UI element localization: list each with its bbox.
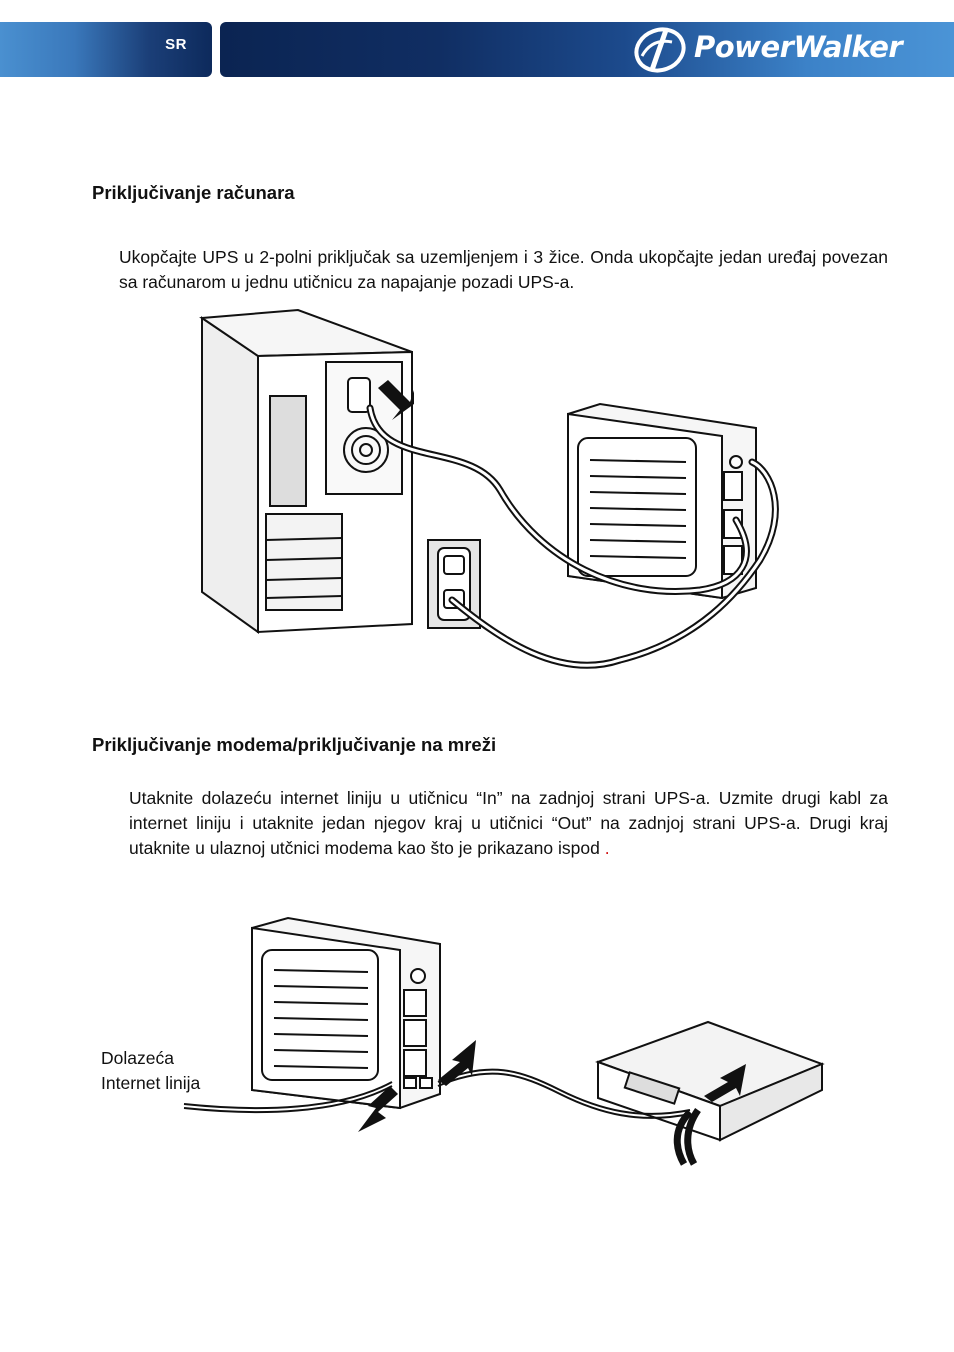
section-heading-computer: Priključivanje računara <box>92 182 295 203</box>
section-body-modem: Utaknite dolazeću internet liniju u utič… <box>129 786 888 861</box>
powerwalker-logo-icon <box>634 27 686 73</box>
header-banner-left <box>0 22 212 77</box>
figure-label-incoming-line: Dolazeća Internet linija <box>101 1046 200 1096</box>
ups-unit-rear <box>251 916 441 1110</box>
arrow-icon <box>438 1040 476 1086</box>
figure-label-line1: Dolazeća <box>101 1048 174 1068</box>
brand-logo: PowerWalker <box>632 26 948 74</box>
section-heading-modem: Priključivanje modema/priključivanje na … <box>92 734 497 755</box>
section-body-modem-text: Utaknite dolazeću internet liniju u utič… <box>129 788 888 858</box>
network-cables <box>183 1068 701 1166</box>
header-banner-right <box>220 22 954 77</box>
section-body-computer: Ukopčajte UPS u 2-polni priključak sa uz… <box>119 247 888 292</box>
figure-label-line2: Internet linija <box>101 1073 201 1093</box>
brand-name: PowerWalker <box>694 30 903 64</box>
arrow-icon <box>378 380 414 420</box>
power-cables <box>366 404 779 669</box>
ups-unit <box>567 402 757 600</box>
arrow-icon <box>704 1064 746 1102</box>
modem-device <box>595 1020 825 1142</box>
arrow-icon <box>358 1086 398 1132</box>
trailing-mark: . <box>604 838 610 858</box>
computer-tower <box>199 308 413 634</box>
language-code: SR <box>165 36 187 53</box>
wall-outlet <box>427 539 481 629</box>
